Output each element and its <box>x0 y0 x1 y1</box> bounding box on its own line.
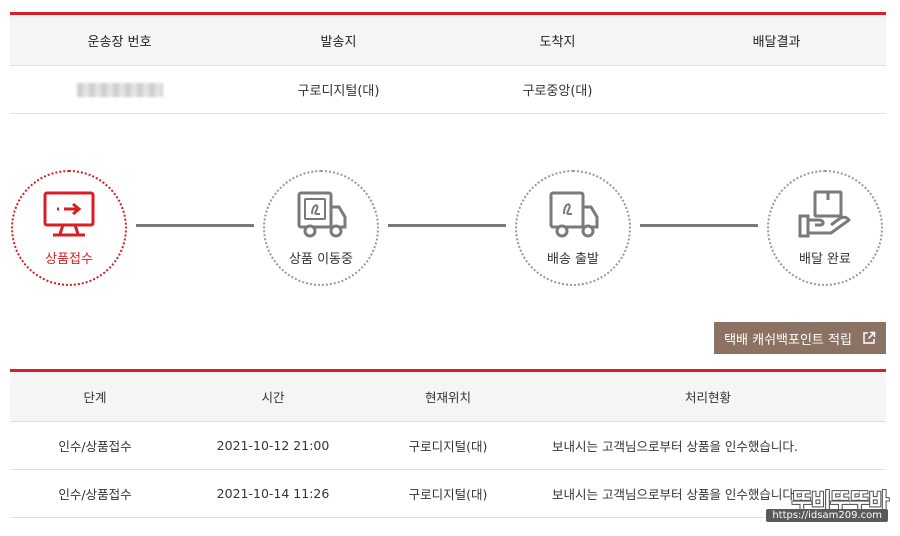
step-connector <box>640 224 758 227</box>
table-row: 인수/상품접수 2021-10-12 21:00 구로디지털(대) 보내시는 고… <box>10 422 886 470</box>
watermark: 뚜비뚜뚜바 https://idsam209.com <box>712 484 889 522</box>
header-origin: 발송지 <box>320 34 357 50</box>
shipment-summary-table: 운송장 번호 발송지 도착지 배달결과 구로디지털(대) 구로중앙(대) <box>10 12 886 114</box>
cashback-button-label: 택배 캐쉬백포인트 적립 <box>724 332 852 348</box>
blurred-tracking-number <box>76 82 163 97</box>
header-time: 시간 <box>261 390 285 405</box>
tracking-header-row: 단계 시간 현재위치 처리현황 <box>10 372 886 422</box>
tracking-history-table: 단계 시간 현재위치 처리현황 인수/상품접수 2021-10-12 21:00… <box>10 369 886 518</box>
stage-cell: 인수/상품접수 <box>58 439 132 454</box>
step-product-received: 상품접수 <box>11 170 127 286</box>
step-connector <box>136 224 254 227</box>
summary-data-row: 구로디지털(대) 구로중앙(대) <box>10 66 886 114</box>
time-cell: 2021-10-14 11:26 <box>216 486 330 501</box>
header-tracking-number: 운송장 번호 <box>87 34 152 50</box>
tracking-number-cell <box>10 66 229 113</box>
destination-cell: 구로중앙(대) <box>522 84 593 99</box>
step-out-for-delivery: 배송 출발 <box>515 170 631 286</box>
delivery-progress: 상품접수 상품 이동중 배송 출발 배달 완료 <box>11 170 883 286</box>
summary-header-row: 운송장 번호 발송지 도착지 배달결과 <box>10 15 886 66</box>
tracking-top-border <box>10 369 886 372</box>
hand-box-icon <box>798 190 851 238</box>
step-connector <box>388 224 506 227</box>
status-cell: 보내시는 고객님으로부터 상품을 인수했습니다. <box>552 439 798 454</box>
header-stage: 단계 <box>83 390 107 405</box>
header-delivery-result: 배달결과 <box>752 34 801 50</box>
header-destination: 도착지 <box>539 34 576 50</box>
status-cell: 보내시는 고객님으로부터 상품을 인수했습니다. <box>552 487 798 502</box>
truck-icon <box>297 191 347 238</box>
monitor-arrow-icon <box>43 191 95 237</box>
external-link-icon <box>863 331 876 344</box>
summary-top-border <box>10 12 886 15</box>
step-label: 상품 이동중 <box>289 252 353 267</box>
step-delivered: 배달 완료 <box>767 170 883 286</box>
step-label: 배달 완료 <box>799 252 851 267</box>
header-processing-status: 처리현황 <box>684 390 731 405</box>
origin-cell: 구로디지털(대) <box>297 84 380 99</box>
stage-cell: 인수/상품접수 <box>58 487 132 502</box>
time-cell: 2021-10-12 21:00 <box>216 438 330 453</box>
header-current-location: 현재위치 <box>424 390 471 405</box>
location-cell: 구로디지털(대) <box>408 439 488 454</box>
step-label: 배송 출발 <box>547 252 599 267</box>
location-cell: 구로디지털(대) <box>408 487 488 502</box>
watermark-url: https://idsam209.com <box>766 509 888 522</box>
truck-icon <box>549 191 599 238</box>
step-label: 상품접수 <box>45 252 93 267</box>
cashback-points-button[interactable]: 택배 캐쉬백포인트 적립 <box>714 322 886 354</box>
table-row: 인수/상품접수 2021-10-14 11:26 구로디지털(대) 보내시는 고… <box>10 470 886 518</box>
step-in-transit: 상품 이동중 <box>263 170 379 286</box>
